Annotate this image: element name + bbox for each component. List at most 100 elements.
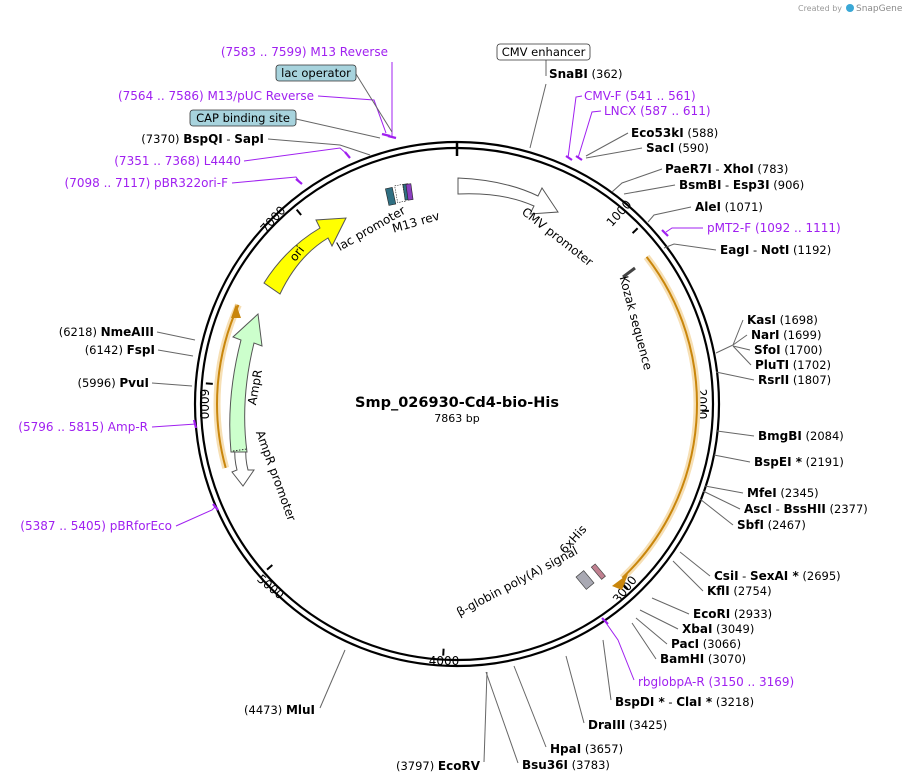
primer-callout-lncx <box>577 110 602 159</box>
primer-m13-reverse: (7583 .. 7599) M13 Reverse <box>221 45 388 59</box>
enzyme-eco53ki: Eco53kI (588) <box>631 126 718 140</box>
tick-label-4000: 4000 <box>429 654 460 668</box>
callouts <box>151 58 755 764</box>
enzyme-bsu36i: Bsu36I (3783) <box>522 758 610 772</box>
callout-rsrii <box>715 371 755 381</box>
enzyme-ecori: EcoRI (2933) <box>693 607 772 621</box>
kozak-mark <box>622 266 636 279</box>
created-by-text: Created by <box>798 4 842 13</box>
orf-left-arrowhead <box>231 304 241 318</box>
snapgene-name: SnapGene <box>856 4 903 14</box>
enzyme-kasi: KasI (1698) <box>747 313 818 327</box>
callout-fspi <box>157 349 194 357</box>
primer-callout-pbr322ori-f <box>231 176 301 184</box>
callout-alei <box>647 206 692 223</box>
enzyme-mfei: MfeI (2345) <box>747 486 819 500</box>
ampr-promoter-label: AmpR promoter <box>253 428 299 522</box>
enzyme-draiii: DraIII (3425) <box>588 718 667 732</box>
enzyme-sbfi: SbfI (2467) <box>737 518 806 532</box>
callout-eagi <box>663 243 717 251</box>
cap-binding-site-box-callout <box>295 118 381 139</box>
tick-5000 <box>266 564 273 571</box>
enzyme-bspei: BspEI * (2191) <box>754 455 844 469</box>
enzyme-nari: NarI (1699) <box>751 328 821 342</box>
ampr-promoter-arrow <box>231 447 255 487</box>
callout-saci <box>585 147 643 159</box>
primer-mark-lncx <box>575 155 583 161</box>
cmv-enhancer-box-label: CMV enhancer <box>502 45 586 59</box>
tick-6000 <box>205 382 213 385</box>
enzyme-sfoi: SfoI (1700) <box>754 343 822 357</box>
callout-mfei <box>704 485 744 494</box>
primer-mark-cmv-f <box>565 155 573 161</box>
primer-pbr322ori-f: (7098 .. 7117) pBR322ori-F <box>65 176 229 190</box>
primer-callout-amp-r <box>151 423 197 428</box>
enzyme-mlui: (4473) MluI <box>244 703 315 717</box>
callout-bspqi <box>267 138 371 156</box>
callout-bspei <box>713 454 751 463</box>
enzyme-saci: SacI (590) <box>646 141 709 155</box>
cmv-enhancer-box <box>496 43 591 61</box>
enzyme-kfli: KflI (2754) <box>707 584 772 598</box>
primer-mark-pbr322ori-f <box>295 178 303 185</box>
primer-mark-pmt2-f <box>661 229 669 237</box>
primer-pbrforeco: (5387 .. 5405) pBRforEco <box>20 519 172 533</box>
callout-bsmbi <box>623 184 676 195</box>
primer-cmv-f: CMV-F (541 .. 561) <box>584 89 696 103</box>
his-tag-block <box>590 563 606 580</box>
enzyme-bspdi: BspDI * - ClaI * (3218) <box>615 695 754 709</box>
orf-arcs <box>213 254 701 590</box>
cap-binding-site-box-label: CAP binding site <box>196 111 290 125</box>
enzyme-asci: AscI - BssHII (2377) <box>744 502 868 516</box>
plasmid-name: Smp_026930-Cd4-bio-His <box>355 395 559 411</box>
enzyme-ecorv: (3797) EcoRV <box>396 759 481 773</box>
primer-mark-l4440 <box>344 151 351 159</box>
callout-ecori <box>651 597 690 615</box>
cap-site-block <box>385 186 397 206</box>
polya-signal-label: β-globin poly(A) signal <box>454 544 580 620</box>
callout-pvui <box>151 382 193 387</box>
cmv-promoter-label: CMV promoter <box>519 205 596 269</box>
primer-callout-cmv-f <box>567 95 583 159</box>
callout-draiii <box>565 655 585 724</box>
labels: SnaBI (362)Eco53kI (588)SacI (590)PaeR7I… <box>18 43 868 773</box>
enzyme-bspqi: (7370) BspQI - SapI <box>141 132 264 146</box>
callout-nari <box>732 334 748 346</box>
callout-kfli <box>672 560 704 592</box>
enzyme-paci: PacI (3066) <box>671 637 741 651</box>
primer-pmt2-f: pMT2-F (1092 .. 1111) <box>707 221 841 235</box>
primer-lncx: LNCX (587 .. 611) <box>604 104 711 118</box>
enzyme-xbai: XbaI (3049) <box>682 622 754 636</box>
snapgene-logo: Created by SnapGene <box>798 4 903 14</box>
enzyme-rsrii: RsrII (1807) <box>758 373 831 387</box>
enzyme-eagi: EagI - NotI (1192) <box>720 243 831 257</box>
primer-mark-m13-puc-reverse <box>381 132 391 138</box>
ori-arrow <box>263 217 347 295</box>
tick-label-1000: 1000 <box>604 197 635 229</box>
enzyme-hpai: HpaI (3657) <box>550 742 623 756</box>
tick-1000 <box>631 227 639 234</box>
enzyme-pluti: PluTI (1702) <box>755 358 831 372</box>
primer-m13-puc-reverse: (7564 .. 7586) M13/pUC Reverse <box>118 89 314 103</box>
enzyme-alei: AleI (1071) <box>695 200 763 214</box>
enzyme-fspi: (6142) FspI <box>85 343 155 357</box>
callout-eco53ki <box>585 132 629 157</box>
callout-ecorv <box>483 671 488 763</box>
primer-callout-pbrforeco <box>175 505 217 527</box>
enzyme-bmgbi: BmgBI (2084) <box>758 429 844 443</box>
primer-mark-amp-r <box>192 419 198 429</box>
callout-asci <box>702 490 741 510</box>
primer-callout-l4440 <box>243 147 349 162</box>
callout-bamhi <box>631 622 657 660</box>
callout-sbfi <box>699 498 734 526</box>
enzyme-paer7i: PaeR7I - XhoI (783) <box>665 162 788 176</box>
ampr-divider <box>232 448 248 452</box>
enzyme-csii: CsiI - SexAI * (2695) <box>714 569 841 583</box>
ampr-label: AmpR <box>245 368 265 406</box>
primer-l4440: (7351 .. 7368) L4440 <box>114 154 241 168</box>
primer-mark-pbrforeco <box>212 503 219 511</box>
lac-operator-box <box>275 64 357 82</box>
primer-callout-m13-puc-reverse <box>317 95 387 134</box>
orf-right-arrowhead <box>612 574 628 590</box>
